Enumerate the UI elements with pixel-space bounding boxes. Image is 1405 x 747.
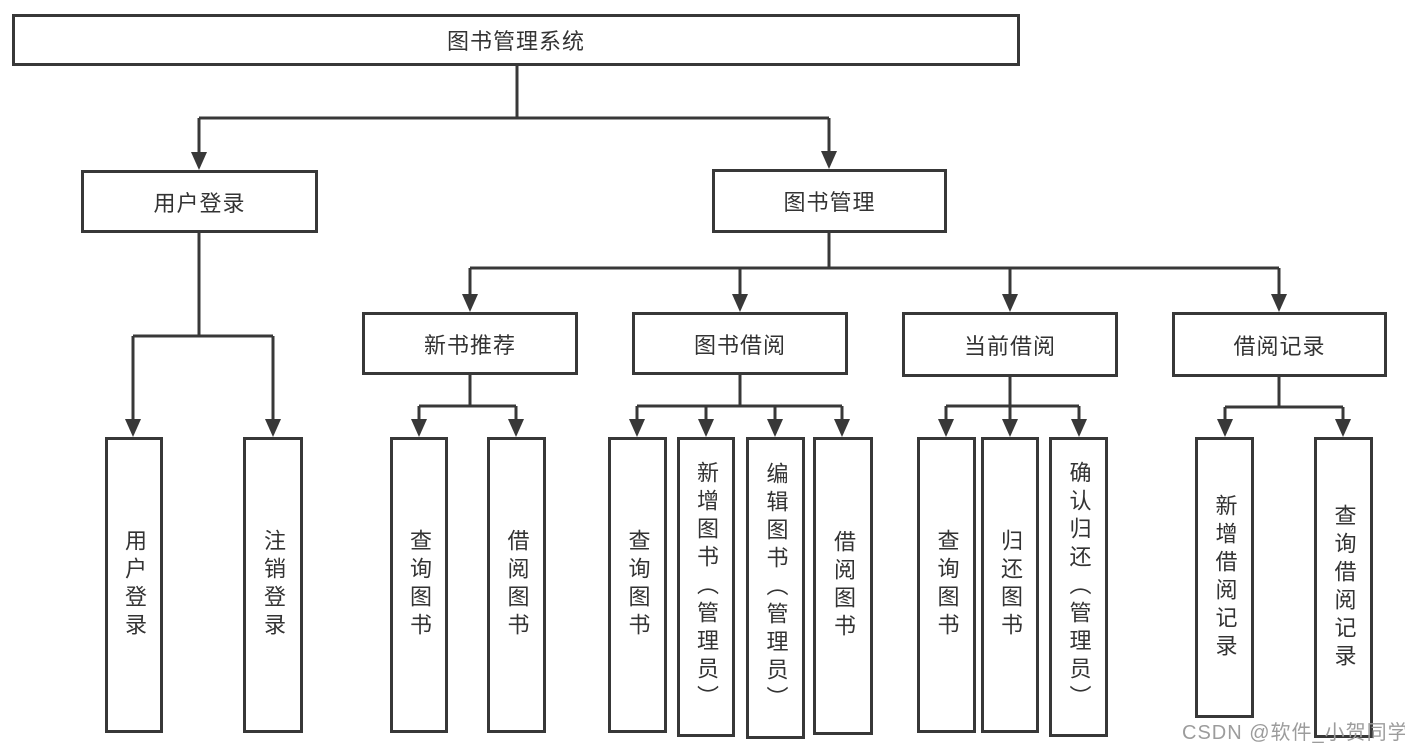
node-borrow-records-label: 借阅记录	[1233, 333, 1326, 359]
leaf-query-books-borrow: 查询图书	[608, 437, 667, 733]
node-book-borrow: 图书借阅	[632, 312, 848, 375]
leaf-add-borrow-record-label: 新增借阅记录	[1212, 493, 1238, 662]
leaf-confirm-return-admin: 确认归还（管理员）	[1049, 437, 1108, 737]
leaf-confirm-return-admin-label: 确认归还（管理员）	[1066, 461, 1092, 713]
leaf-logout-label: 注销登录	[261, 529, 286, 641]
node-user-login: 用户登录	[81, 170, 318, 233]
node-new-book-recommend-label: 新书推荐	[423, 332, 516, 358]
leaf-edit-books-admin: 编辑图书（管理员）	[746, 437, 805, 739]
leaf-return-books-label: 归还图书	[998, 529, 1023, 641]
arrowhead-icons	[125, 151, 1351, 437]
node-current-borrow: 当前借阅	[902, 312, 1118, 377]
node-book-management-label: 图书管理	[783, 190, 876, 215]
leaf-borrow-books-rec: 借阅图书	[487, 437, 546, 733]
node-book-borrow-label: 图书借阅	[693, 332, 786, 358]
leaf-borrow-books-label: 借阅图书	[831, 530, 856, 642]
node-root: 图书管理系统	[12, 14, 1020, 66]
node-borrow-records: 借阅记录	[1172, 312, 1387, 377]
leaf-add-books-admin: 新增图书（管理员）	[677, 437, 735, 737]
leaf-query-borrow-record-label: 查询借阅记录	[1331, 503, 1357, 672]
leaf-add-books-admin-label: 新增图书（管理员）	[694, 461, 719, 713]
leaf-query-books-current: 查询图书	[917, 437, 976, 733]
leaf-query-books-current-label: 查询图书	[934, 529, 960, 641]
node-current-borrow-label: 当前借阅	[963, 333, 1056, 359]
leaf-logout: 注销登录	[243, 437, 303, 733]
leaf-user-login-label: 用户登录	[122, 529, 147, 641]
leaf-edit-books-admin-label: 编辑图书（管理员）	[763, 462, 789, 714]
node-root-label: 图书管理系统	[446, 29, 585, 54]
leaf-query-borrow-record: 查询借阅记录	[1314, 437, 1373, 738]
leaf-borrow-books: 借阅图书	[813, 437, 873, 735]
node-user-login-label: 用户登录	[153, 190, 246, 216]
leaf-user-login: 用户登录	[105, 437, 163, 733]
node-book-management: 图书管理	[712, 169, 947, 233]
leaf-add-borrow-record: 新增借阅记录	[1195, 437, 1254, 718]
node-new-book-recommend: 新书推荐	[362, 312, 578, 375]
leaf-borrow-books-rec-label: 借阅图书	[504, 529, 530, 641]
leaf-query-books-rec-label: 查询图书	[407, 529, 432, 641]
leaf-query-books-rec: 查询图书	[390, 437, 448, 733]
leaf-return-books: 归还图书	[981, 437, 1039, 733]
csdn-watermark: CSDN @软件_小贺同学	[1182, 722, 1405, 744]
leaf-query-books-borrow-label: 查询图书	[625, 529, 651, 641]
